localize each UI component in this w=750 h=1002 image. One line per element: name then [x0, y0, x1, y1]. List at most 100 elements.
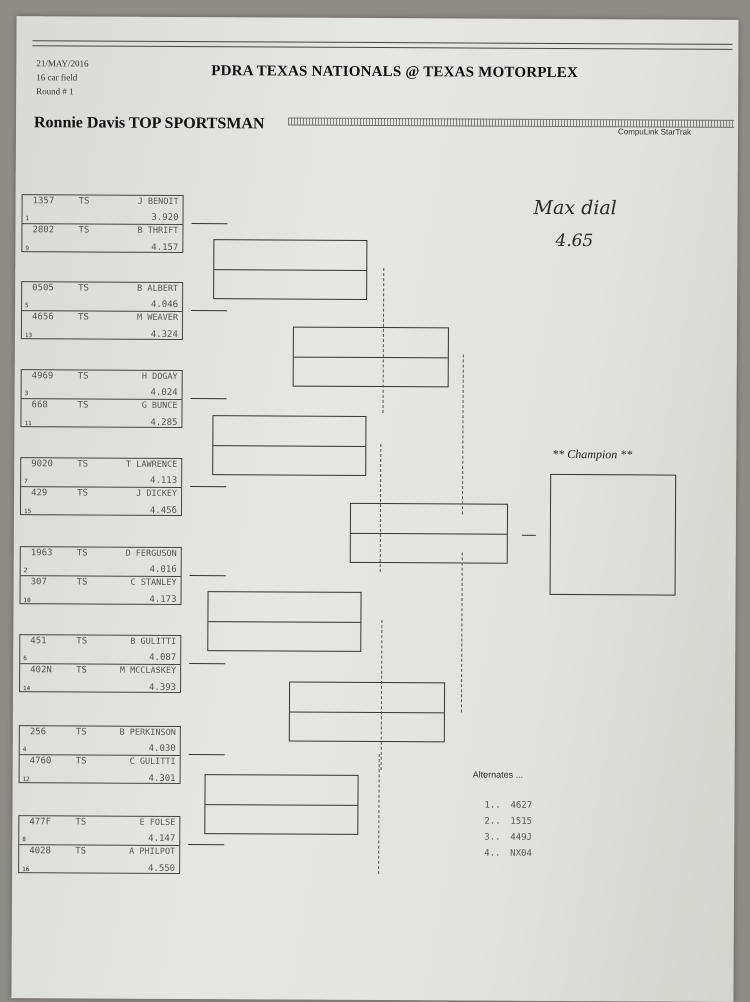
- alternate-rank: 2..: [484, 816, 501, 827]
- lane-row: 9020 TS T LAWRENCE 7 4.113: [21, 458, 182, 488]
- driver-name: T LAWRENCE: [126, 459, 178, 470]
- dial-in: 4.046: [150, 299, 179, 310]
- lane-divider: [289, 711, 444, 714]
- seed-number: 15: [23, 508, 32, 516]
- dial-in: 4.285: [150, 417, 178, 428]
- race-date: 21/MAY/2016: [36, 58, 89, 69]
- seed-number: 10: [23, 597, 31, 605]
- class-code: TS: [75, 727, 87, 738]
- class-code: TS: [76, 548, 88, 559]
- car-number: 1357: [32, 196, 55, 207]
- seed-number: 11: [24, 420, 32, 428]
- bracket-connector-vertical: [461, 354, 464, 515]
- car-number: 477F: [29, 817, 52, 828]
- class-code: TS: [76, 577, 88, 588]
- class-name: Ronnie Davis TOP SPORTSMAN: [33, 114, 265, 133]
- dial-in: 4.301: [148, 773, 176, 784]
- seed-number: 9: [25, 245, 30, 253]
- lane-row: 668 TS G BUNCE 11 4.285: [21, 399, 181, 429]
- driver-name: B ALBERT: [137, 283, 179, 294]
- seed-number: 7: [24, 478, 28, 486]
- round-number: Round # 1: [36, 86, 74, 97]
- dial-in: 4.550: [147, 863, 176, 874]
- alternate-rank: 1..: [484, 800, 501, 811]
- driver-name: G BUNCE: [141, 400, 178, 411]
- dial-in: 4.030: [148, 743, 176, 754]
- car-number: 668: [31, 400, 48, 411]
- car-number: 4656: [31, 312, 54, 323]
- class-code: TS: [77, 488, 88, 499]
- driver-name: C STANLEY: [130, 577, 177, 588]
- lane-divider: [205, 804, 358, 806]
- car-number: 4969: [31, 371, 54, 382]
- field-size: 16 car field: [36, 72, 78, 83]
- dial-in: 4.393: [148, 682, 177, 693]
- car-number: 451: [30, 636, 47, 647]
- dial-in: 4.157: [151, 242, 179, 253]
- seed-number: 8: [22, 836, 26, 844]
- seed-number: 12: [22, 776, 30, 784]
- alternate-car: 4627: [510, 800, 533, 811]
- champion-label: ** Champion **: [552, 446, 633, 462]
- car-number: 402N: [30, 665, 52, 676]
- class-code: TS: [77, 459, 89, 470]
- class-rule: [288, 117, 735, 128]
- car-number: 4028: [29, 846, 51, 857]
- driver-name: E FOLSE: [139, 817, 176, 828]
- class-code: TS: [75, 756, 87, 767]
- driver-name: M MCCLASKEY: [119, 665, 177, 676]
- class-code: TS: [77, 400, 89, 411]
- driver-name: H DOGAY: [141, 371, 178, 382]
- seed-number: 16: [22, 866, 30, 874]
- software-credit: CompuLink StarTrak: [617, 127, 692, 137]
- alternate-rank: 3..: [484, 832, 501, 843]
- bracket-connector: [190, 398, 227, 400]
- alternate-car: NX04: [510, 848, 532, 859]
- dial-in: 4.016: [149, 564, 177, 575]
- seed-number: 1: [25, 215, 30, 223]
- dial-in: 4.113: [150, 475, 178, 486]
- driver-name: J BENOIT: [137, 196, 179, 207]
- round2-box: [213, 239, 368, 300]
- car-number: 9020: [31, 459, 53, 470]
- car-number: 256: [29, 727, 47, 738]
- round2-box: [204, 774, 359, 835]
- lane-divider: [208, 621, 361, 623]
- class-code: TS: [77, 371, 89, 382]
- final-box: [349, 502, 509, 564]
- class-code: TS: [75, 846, 87, 857]
- round2-box: [212, 415, 367, 476]
- round3-box: [288, 681, 446, 743]
- lane-row: 307 TS C STANLEY 10 4.173: [20, 576, 180, 606]
- seed-number: 14: [23, 685, 31, 693]
- alternate-item: 3..449J: [484, 833, 532, 843]
- dial-in: 4.173: [149, 594, 177, 605]
- handwritten-note-value: 4.65: [555, 230, 594, 252]
- lane-divider: [213, 445, 366, 447]
- car-number: 307: [30, 577, 47, 588]
- bracket-connector: [521, 534, 536, 536]
- class-code: TS: [75, 817, 87, 828]
- class-code: TS: [78, 225, 90, 236]
- bracket-connector: [191, 223, 228, 225]
- bracket-connector: [189, 575, 226, 577]
- class-code: TS: [78, 196, 90, 207]
- bracket-connector: [188, 754, 225, 756]
- dial-in: 4.456: [149, 505, 178, 516]
